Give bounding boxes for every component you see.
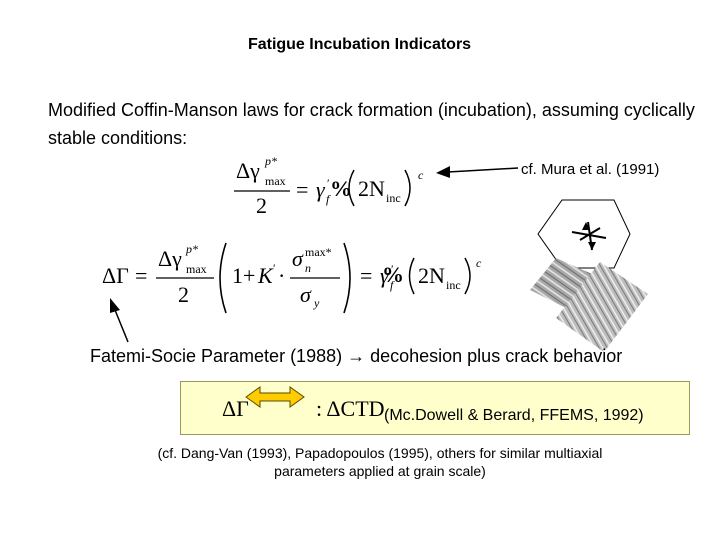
svg-text:=: = [360,263,372,288]
svg-text:%: % [382,262,404,287]
svg-text:f: f [326,192,331,206]
svg-text:n: n [305,261,311,275]
svg-text:γ: γ [380,263,390,288]
svg-text:ΔΓ: ΔΓ [102,263,129,288]
svg-text:Δγ: Δγ [236,158,260,183]
delta-ctd-symbol: : ΔCTD [316,396,385,421]
slide-title: Fatigue Incubation Indicators [247,36,472,53]
footnote-references: (cf. Dang-Van (1993), Papadopoulos (1995… [157,445,603,479]
svg-text:max*: max* [305,245,332,259]
svg-text:p*: p* [185,242,198,256]
svg-text:′: ′ [273,261,276,275]
svg-text:′: ′ [391,262,394,276]
svg-text:c: c [418,168,424,182]
svg-text:=: = [135,263,147,288]
svg-text:′: ′ [327,176,330,190]
svg-text:%: % [330,176,352,201]
svg-text:2N: 2N [358,176,385,201]
svg-text:γ: γ [316,177,326,202]
svg-text:max: max [265,174,286,188]
svg-text:σ: σ [300,282,312,307]
svg-text:c: c [476,256,482,270]
svg-text:max: max [186,262,207,276]
svg-text:2N: 2N [418,263,445,288]
fatemi-socie-statement: Fatemi-Socie Parameter (1988) → decohesi… [90,346,623,366]
svg-text:2: 2 [256,193,267,218]
svg-text:·: · [278,263,285,288]
equation-3-box [180,381,690,435]
mcdowell-reference: (Mc.Dowell & Berard, FFEMS, 1992) [384,407,644,424]
svg-text:inc: inc [386,191,401,205]
delta-gamma-symbol: ΔΓ [222,396,249,421]
svg-text:2: 2 [178,282,189,307]
svg-text:Δγ: Δγ [158,246,182,271]
svg-text:p*: p* [264,154,277,168]
intro-text: Modified Coffin-Manson laws for crack fo… [48,100,695,148]
svg-text:y: y [313,296,320,310]
svg-text:σ: σ [292,246,304,271]
svg-text:K: K [257,263,274,288]
svg-text:=: = [296,177,308,202]
svg-text:inc: inc [446,278,461,292]
mura-reference: cf. Mura et al. (1991) [521,161,660,178]
svg-text:f: f [390,278,395,292]
svg-text:1+: 1+ [232,263,255,288]
